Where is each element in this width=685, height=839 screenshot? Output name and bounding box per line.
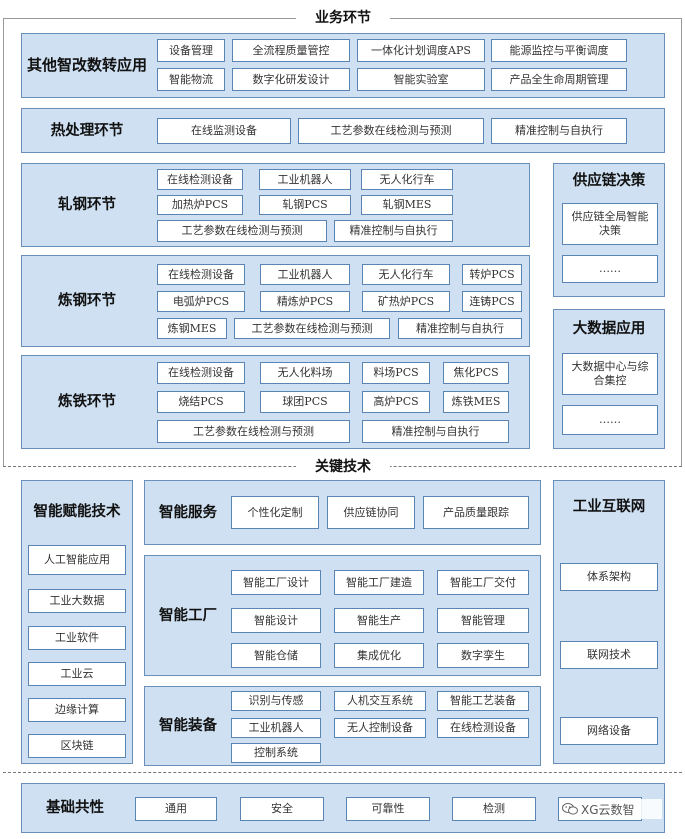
chip-unmanned-control: 无人控制设备: [334, 718, 426, 738]
chip-personalized-customization: 个性化定制: [231, 496, 319, 529]
chip-pellet-pcs: 球团PCS: [260, 391, 350, 413]
ironmaking-title: 炼铁环节: [58, 393, 116, 411]
chip-submerged-arc-pcs: 矿热炉PCS: [362, 291, 450, 312]
chip-unmanned-yard: 无人化料场: [260, 362, 350, 384]
chip-smart-lab: 智能实验室: [357, 68, 485, 91]
chip-reliability: 可靠性: [346, 797, 430, 821]
chip-ironmaking-mes: 炼铁MES: [443, 391, 509, 413]
chip-architecture: 体系架构: [560, 563, 658, 591]
other-transform-title: 其他智改数转应用: [26, 56, 147, 75]
smart-factory-title: 智能工厂: [159, 606, 217, 624]
chip-factory-design: 智能工厂设计: [231, 570, 321, 595]
chip-blast-furnace-pcs: 高炉PCS: [362, 391, 430, 413]
chip-recognition-sensing: 识别与传感: [231, 691, 321, 711]
chip-online-detect: 在线检测设备: [437, 718, 529, 738]
chip-precise-control: 精准控制与自执行: [398, 318, 522, 339]
chip-industrial-cloud: 工业云: [28, 662, 126, 686]
chip-industrial-big-data: 工业大数据: [28, 589, 126, 613]
chip-reheat-furnace-pcs: 加热炉PCS: [157, 195, 243, 215]
chip-ellipsis: ……: [562, 405, 658, 435]
chip-process-param-detect: 工艺参数在线检测与预测: [157, 420, 350, 443]
chip-security: 安全: [240, 797, 324, 821]
wechat-icon: [562, 802, 578, 816]
chip-industrial-robot: 工业机器人: [259, 169, 351, 190]
chip-supply-chain-collab: 供应链协同: [327, 496, 415, 529]
empower-title: 智能赋能技术: [33, 503, 121, 521]
heat-treatment-title: 热处理环节: [50, 121, 124, 139]
chip-testing: 检测: [452, 797, 536, 821]
section-title-business: 业务环节: [296, 10, 390, 26]
chip-aps: 一体化计划调度APS: [357, 39, 485, 62]
chip-ai-application: 人工智能应用: [28, 545, 126, 575]
chip-precise-control: 精准控制与自执行: [334, 220, 453, 242]
chip-network-devices: 网络设备: [560, 717, 658, 745]
chip-smart-management: 智能管理: [437, 608, 529, 633]
chip-control-system: 控制系统: [231, 743, 321, 763]
supply-chain-title: 供应链决策: [572, 172, 646, 190]
chip-converter-pcs: 转炉PCS: [462, 264, 522, 285]
smart-equipment-title: 智能装备: [159, 717, 217, 735]
chip-smart-production: 智能生产: [334, 608, 424, 633]
iiot-title: 工业互联网: [572, 498, 646, 516]
chip-refining-pcs: 精炼炉PCS: [260, 291, 350, 312]
chip-process-param-detect: 工艺参数在线检测与预测: [234, 318, 390, 339]
chip-plm: 产品全生命周期管理: [491, 68, 627, 91]
foundation-title: 基础共性: [46, 799, 104, 817]
section-divider: [3, 772, 682, 773]
chip-rolling-mes: 轧钢MES: [361, 195, 453, 215]
chip-precise-control: 精准控制与自执行: [362, 420, 509, 443]
chip-full-process-quality: 全流程质量管控: [232, 39, 350, 62]
chip-eaf-pcs: 电弧炉PCS: [157, 291, 245, 312]
chip-steelmaking-mes: 炼钢MES: [157, 318, 227, 339]
chip-rolling-pcs: 轧钢PCS: [259, 195, 351, 215]
chip-process-param-detect: 工艺参数在线检测与预测: [157, 220, 327, 242]
chip-online-detect: 在线检测设备: [157, 362, 245, 384]
chip-industrial-robot: 工业机器人: [231, 718, 321, 738]
watermark-text: XG云数智: [581, 802, 635, 817]
chip-online-detect: 在线检测设备: [157, 264, 245, 285]
section-title-key-tech: 关键技术: [296, 459, 390, 475]
chip-sinter-pcs: 烧结PCS: [157, 391, 245, 413]
chip-online-detect: 在线检测设备: [157, 169, 243, 190]
chip-coking-pcs: 焦化PCS: [443, 362, 509, 384]
chip-ellipsis: ……: [562, 255, 658, 283]
iiot-panel: [553, 480, 665, 764]
chip-unmanned-crane: 无人化行车: [362, 264, 450, 285]
chip-integrated-optimization: 集成优化: [334, 643, 424, 668]
chip-networking-tech: 联网技术: [560, 641, 658, 669]
chip-precise-control: 精准控制与自执行: [491, 118, 627, 144]
chip-big-data-center: 大数据中心与综合集控: [562, 353, 658, 395]
foundation-panel: [21, 783, 665, 833]
smart-service-title: 智能服务: [159, 503, 217, 521]
chip-general: 通用: [135, 797, 217, 821]
chip-unmanned-crane: 无人化行车: [361, 169, 453, 190]
big-data-title: 大数据应用: [572, 320, 646, 338]
chip-industrial-software: 工业软件: [28, 626, 126, 650]
chip-process-equipment: 智能工艺装备: [437, 691, 529, 711]
chip-process-param-detect: 工艺参数在线检测与预测: [298, 118, 484, 144]
rolling-title: 轧钢环节: [58, 196, 116, 214]
chip-smart-warehouse: 智能仓储: [231, 643, 321, 668]
chip-industrial-robot: 工业机器人: [260, 264, 350, 285]
steelmaking-title: 炼钢环节: [58, 292, 116, 310]
chip-quality-tracking: 产品质量跟踪: [423, 496, 529, 529]
chip-energy-monitoring: 能源监控与平衡调度: [491, 39, 627, 62]
chip-edge-computing: 边缘计算: [28, 698, 126, 722]
chip-digital-rnd: 数字化研发设计: [232, 68, 350, 91]
chip-factory-construction: 智能工厂建造: [334, 570, 424, 595]
chip-smart-design: 智能设计: [231, 608, 321, 633]
watermark: XG云数智: [562, 799, 662, 819]
chip-yard-pcs: 料场PCS: [362, 362, 430, 384]
chip-caster-pcs: 连铸PCS: [462, 291, 522, 312]
chip-online-monitoring: 在线监测设备: [157, 118, 291, 144]
chip-supply-chain-decision: 供应链全局智能决策: [562, 203, 658, 245]
chip-blockchain: 区块链: [28, 734, 126, 758]
chip-factory-delivery: 智能工厂交付: [437, 570, 529, 595]
chip-hmi-system: 人机交互系统: [334, 691, 426, 711]
chip-smart-logistics: 智能物流: [157, 68, 225, 91]
chip-equipment-management: 设备管理: [157, 39, 225, 62]
chip-digital-twin: 数字孪生: [437, 643, 529, 668]
